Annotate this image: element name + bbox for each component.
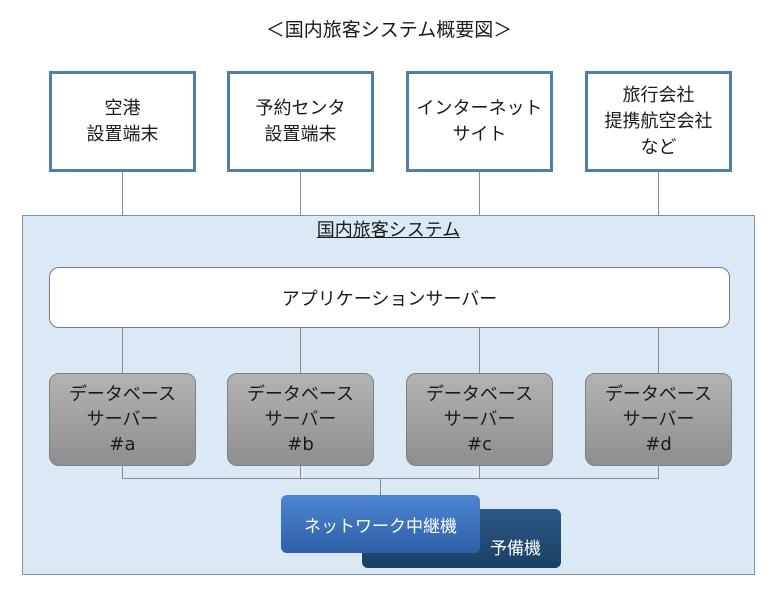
connector-app-db-b	[300, 328, 301, 373]
connector-terminal-c	[479, 172, 480, 215]
connector-app-db-c	[479, 328, 480, 373]
database-server-a: データベース サーバー #a	[49, 373, 196, 466]
network-relay-label: ネットワーク中継機	[304, 516, 457, 537]
connector-terminal-d	[658, 172, 659, 215]
connector-terminal-a	[122, 172, 123, 215]
application-server: アプリケーションサーバー	[49, 267, 730, 328]
connector-bus	[122, 478, 659, 479]
terminal-travel-agency: 旅行会社 提携航空会社 など	[585, 71, 732, 172]
connector-db-b-bus	[300, 466, 301, 478]
database-server-c: データベース サーバー #c	[406, 373, 553, 466]
database-server-b: データベース サーバー #b	[227, 373, 374, 466]
connector-bus-relay	[380, 478, 381, 495]
connector-db-a-bus	[122, 466, 123, 478]
connector-app-db-d	[658, 328, 659, 373]
connector-db-d-bus	[658, 466, 659, 478]
terminal-reservation-center: 予約センタ 設置端末	[227, 71, 374, 172]
database-server-d: データベース サーバー #d	[585, 373, 732, 466]
standby-unit-label: 予備機	[490, 539, 541, 559]
terminal-internet-site: インターネット サイト	[406, 71, 553, 172]
diagram-title: ＜国内旅客システム概要図＞	[265, 19, 513, 41]
connector-app-db-a	[122, 328, 123, 373]
terminal-airport: 空港 設置端末	[49, 71, 196, 172]
connector-terminal-b	[300, 172, 301, 215]
connector-db-c-bus	[479, 466, 480, 478]
network-relay: ネットワーク中継機	[281, 495, 480, 553]
application-server-label: アプリケーションサーバー	[281, 288, 498, 310]
system-title: 国内旅客システム	[316, 220, 461, 241]
